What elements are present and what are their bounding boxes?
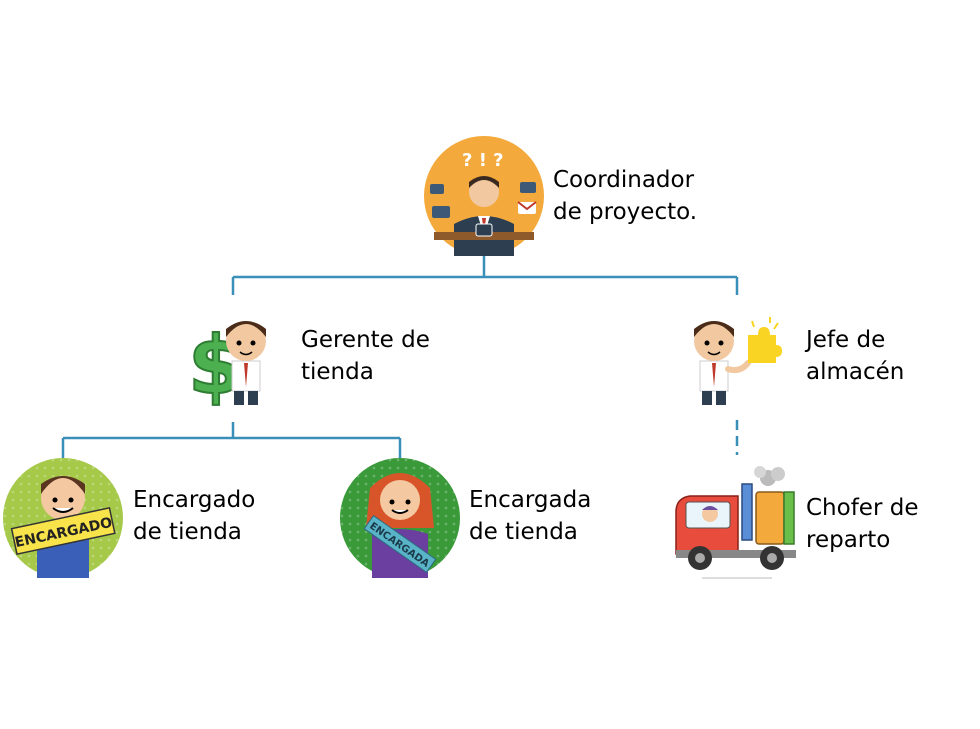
delivery-driver-label-line2: reparto: [806, 527, 891, 553]
delivery-driver-label: Chofer de reparto: [806, 492, 918, 556]
warehouse-chief-label-line1: Jefe de: [806, 327, 886, 353]
warehouse-chief-label-line2: almacén: [806, 359, 905, 385]
coordinator-label: Coordinador de proyecto.: [553, 164, 697, 228]
busy-manager-icon: ? ! ?: [424, 136, 544, 256]
store-clerk-female-label-line1: Encargada: [469, 487, 592, 513]
coordinator-label-line2: de proyecto.: [553, 199, 698, 225]
girl-encargada-sash-icon: ENCARGADA: [340, 458, 460, 578]
store-manager-label-line2: tienda: [301, 359, 374, 385]
businessman-puzzle-icon: [694, 317, 782, 405]
store-clerk-male-label-line2: de tienda: [133, 519, 242, 545]
store-clerk-male-label-line1: Encargado: [133, 487, 256, 513]
coordinator-label-line1: Coordinador: [553, 167, 695, 193]
boy-encargado-sign-icon: ENCARGADO: [3, 458, 123, 578]
store-clerk-female-label-line2: de tienda: [469, 519, 578, 545]
store-manager-label-line1: Gerente de: [301, 327, 430, 353]
businessman-dollar-icon: $: [187, 318, 266, 407]
store-manager-label: Gerente de tienda: [301, 324, 430, 388]
delivery-driver-label-line1: Chofer de: [806, 495, 919, 521]
store-clerk-female-label: Encargada de tienda: [469, 484, 591, 548]
svg-text:? ! ?: ? ! ?: [462, 150, 504, 171]
store-clerk-male-label: Encargado de tienda: [133, 484, 255, 548]
delivery-truck-icon: [675, 466, 796, 579]
warehouse-chief-label: Jefe de almacén: [806, 324, 904, 388]
